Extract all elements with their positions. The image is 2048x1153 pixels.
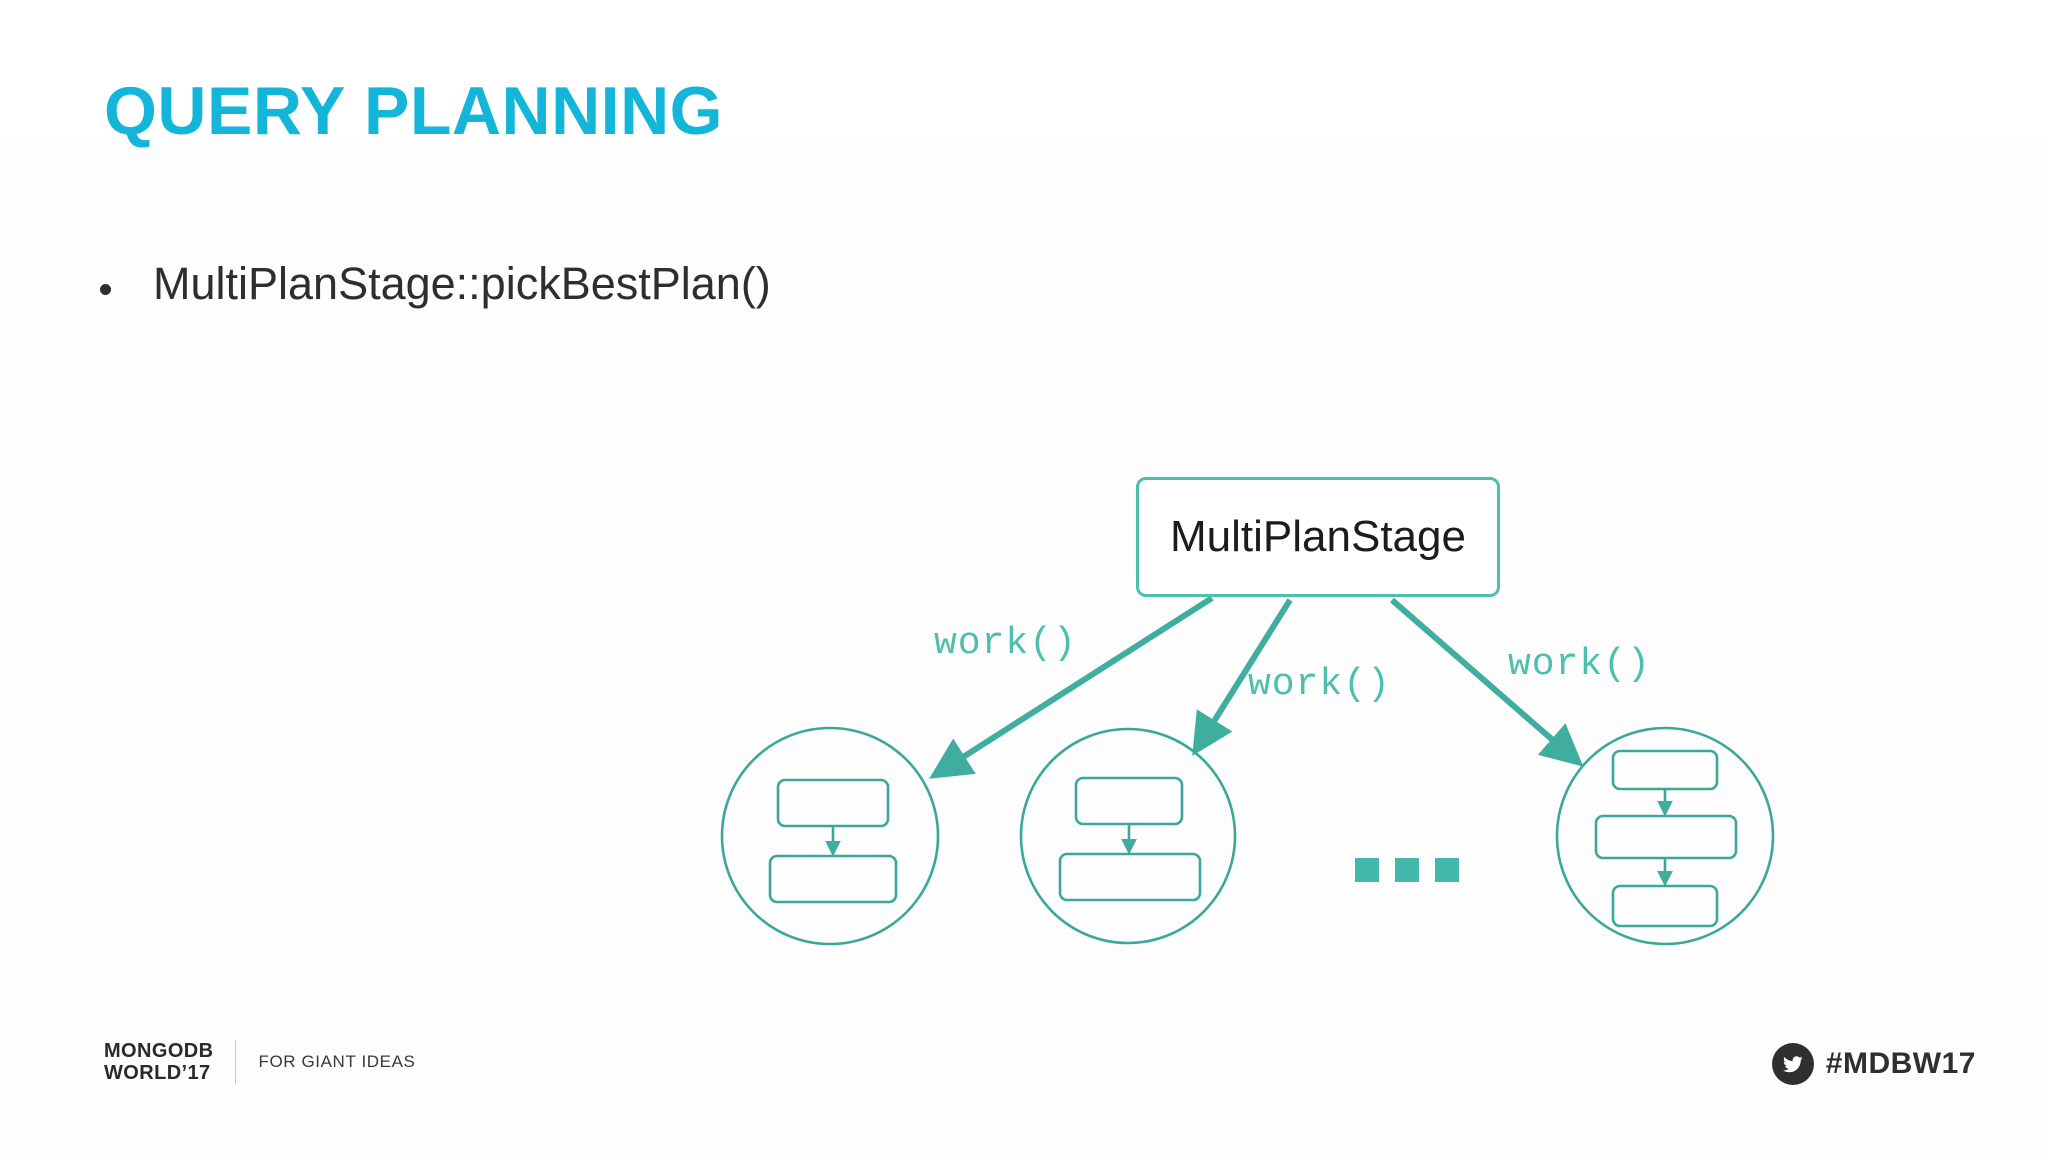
logo-line-2: WORLD’17 [104,1062,211,1084]
bullet-list-item: MultiPlanStage::pickBestPlan() [100,258,771,310]
footer-branding: MONGODB WORLD’17 FOR GIANT IDEAS [104,1040,415,1084]
edge-label-work-1: work() [934,622,1077,665]
bullet-dot-icon [100,284,111,295]
bullet-item-label: MultiPlanStage::pickBestPlan() [153,258,771,309]
footer-tagline: FOR GIANT IDEAS [258,1052,416,1071]
ellipsis-square-icon [1355,858,1379,882]
event-hashtag: #MDBW17 [1825,1047,1976,1080]
ellipsis-indicator [1355,858,1459,882]
ellipsis-square-icon [1395,858,1419,882]
page-title: QUERY PLANNING [104,73,724,149]
multiplanstage-node: MultiPlanStage [1136,477,1500,597]
twitter-icon [1771,1043,1814,1085]
multiplanstage-label: MultiPlanStage [1170,512,1466,561]
logo-line-1: MONGODB [104,1040,214,1062]
ellipsis-square-icon [1435,858,1459,882]
edge-label-work-3: work() [1508,643,1651,686]
footer-divider [235,1040,237,1084]
edge-label-work-2: work() [1248,663,1391,706]
mongodb-world-logo: MONGODB WORLD’17 [104,1040,213,1084]
footer-social: #MDBW17 [1771,1043,1976,1085]
